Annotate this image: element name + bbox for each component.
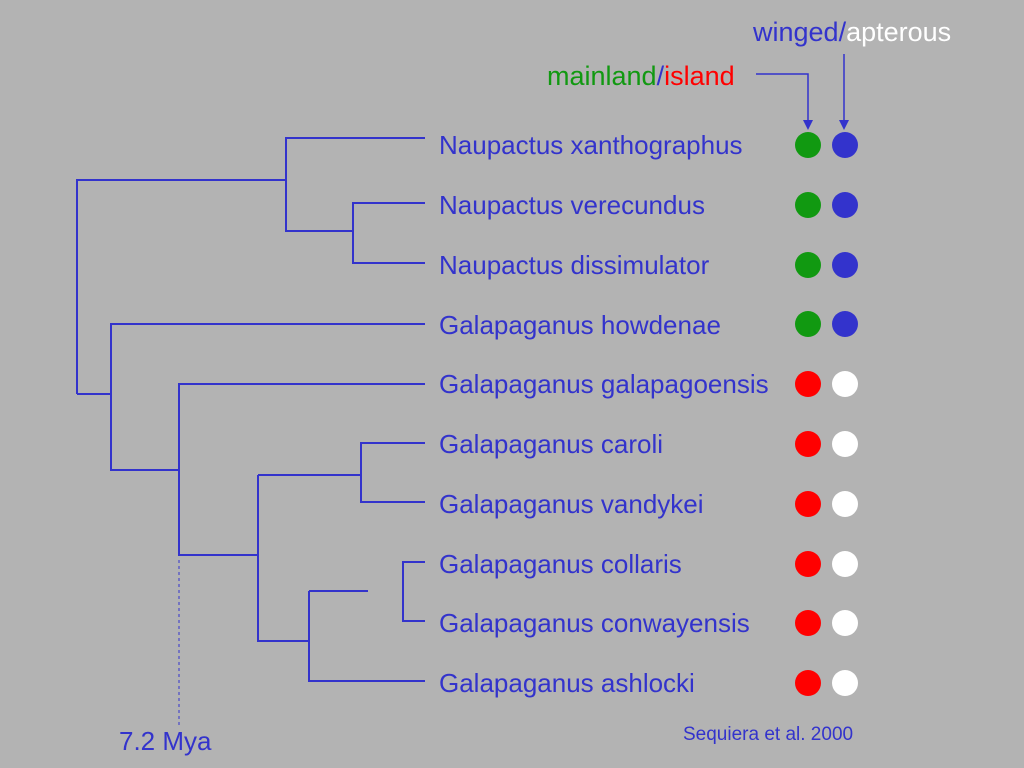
apterous-wing-dot (832, 670, 858, 696)
tree-branch (308, 591, 425, 682)
habitat-legend: mainland/island (547, 63, 735, 90)
apterous-wing-dot (832, 371, 858, 397)
apterous-wing-dot (832, 431, 858, 457)
tree-branch (402, 561, 425, 622)
winged-legend-label: winged (753, 17, 839, 47)
taxon-label: Naupactus xanthographus (439, 130, 743, 160)
taxon-label: Galapaganus collaris (439, 549, 682, 579)
apterous-wing-dot (832, 610, 858, 636)
tree-branch (352, 202, 425, 264)
taxon-label: Galapaganus ashlocki (439, 668, 695, 698)
taxon-label: Galapaganus vandykei (439, 489, 704, 519)
habitat-arrow-icon (803, 120, 813, 130)
winged-wing-dot (832, 252, 858, 278)
tree-branch (285, 137, 425, 232)
mainland-habitat-dot (795, 192, 821, 218)
tree-branch (110, 323, 425, 471)
mainland-habitat-dot (795, 311, 821, 337)
mainland-habitat-dot (795, 252, 821, 278)
apterous-legend-label: apterous (846, 17, 952, 47)
island-legend-label: island (664, 61, 735, 91)
citation: Sequiera et al. 2000 (683, 724, 854, 745)
habitat-legend-connector (756, 73, 809, 122)
taxon-label: Galapaganus conwayensis (439, 608, 750, 638)
time-marker-label: 7.2 Mya (119, 726, 212, 756)
wing-legend: winged/apterous (753, 19, 951, 46)
tree-branch (76, 179, 286, 394)
taxon-label: Galapaganus howdenae (439, 310, 721, 340)
island-habitat-dot (795, 371, 821, 397)
island-habitat-dot (795, 491, 821, 517)
winged-wing-dot (832, 311, 858, 337)
apterous-wing-dot (832, 551, 858, 577)
wing-legend-slash: / (838, 17, 847, 47)
tree-branch (360, 442, 425, 503)
winged-wing-dot (832, 192, 858, 218)
taxon-label: Galapaganus galapagoensis (439, 369, 769, 399)
mainland-legend-label: mainland (547, 61, 657, 91)
habitat-legend-slash: / (656, 61, 665, 91)
island-habitat-dot (795, 431, 821, 457)
taxon-label: Naupactus dissimulator (439, 250, 710, 280)
winged-wing-dot (832, 132, 858, 158)
apterous-wing-dot (832, 491, 858, 517)
island-habitat-dot (795, 610, 821, 636)
tree-branch (178, 383, 425, 556)
mainland-habitat-dot (795, 132, 821, 158)
tree-branch (257, 475, 309, 642)
island-habitat-dot (795, 670, 821, 696)
wing-arrow-icon (839, 120, 849, 130)
taxon-label: Galapaganus caroli (439, 429, 664, 459)
island-habitat-dot (795, 551, 821, 577)
taxon-label: Naupactus verecundus (439, 190, 705, 220)
